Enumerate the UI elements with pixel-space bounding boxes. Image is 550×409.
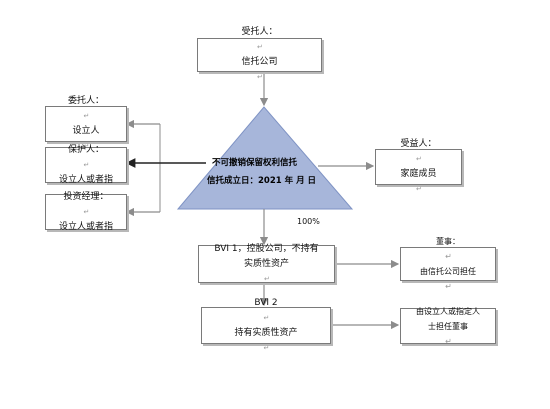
- investment-manager-name: 设立人或者指: [58, 221, 113, 232]
- bvi2-line2: 持有实质性资产: [234, 327, 298, 338]
- trust-establish-date: 信托成立日：2021 年 月 日: [207, 176, 317, 186]
- director1-name: 由信托公司担任: [420, 267, 476, 276]
- trust-triangle: [176, 106, 354, 210]
- trust-name: 不可撤销保留权利信托: [212, 158, 298, 168]
- beneficiary-name: 家庭成员: [400, 169, 437, 179]
- protector-role: 保护人：: [67, 144, 104, 155]
- beneficiary-role: 受益人：: [400, 139, 437, 149]
- trustee-role: 受托人：: [241, 27, 278, 37]
- bvi1-box: BVI 1，控股公司，不持有 实质性资产↵: [198, 243, 335, 283]
- director1-box: 董事：↵ 由信托公司担任↵: [400, 237, 496, 291]
- director2-line2: 士担任董事: [428, 321, 468, 331]
- settlor-name: 设立人: [72, 126, 100, 136]
- investment-manager-role: 投资经理：: [63, 191, 109, 202]
- bvi1-line1: BVI 1，控股公司，不持有: [214, 243, 319, 254]
- ownership-percentage: 100%: [297, 217, 320, 226]
- director1-role: 董事：: [436, 237, 460, 246]
- protector-name: 设立人或者指: [58, 174, 113, 185]
- trustee-name: 信托公司: [241, 57, 278, 67]
- director2-box: 由设立人或指定人 士担任董事↵: [400, 307, 496, 346]
- trustee-box: 受托人：↵ 信托公司↵: [197, 27, 322, 81]
- settlor-role: 委托人：: [67, 96, 104, 106]
- bvi2-line1: BVI 2: [254, 297, 278, 308]
- beneficiary-box: 受益人：↵ 家庭成员↵: [375, 139, 462, 193]
- settlor-box: 委托人：↵ 设立人↵: [45, 96, 127, 150]
- bvi1-line2: 实质性资产: [243, 258, 289, 269]
- investment-manager-box: 投资经理：↵ 设立人或者指: [45, 192, 127, 232]
- director2-line1: 由设立人或指定人: [416, 306, 480, 316]
- protector-box: 保护人：↵ 设立人或者指: [45, 145, 127, 185]
- bvi2-box: BVI 2↵ 持有实质性资产↵: [201, 298, 331, 352]
